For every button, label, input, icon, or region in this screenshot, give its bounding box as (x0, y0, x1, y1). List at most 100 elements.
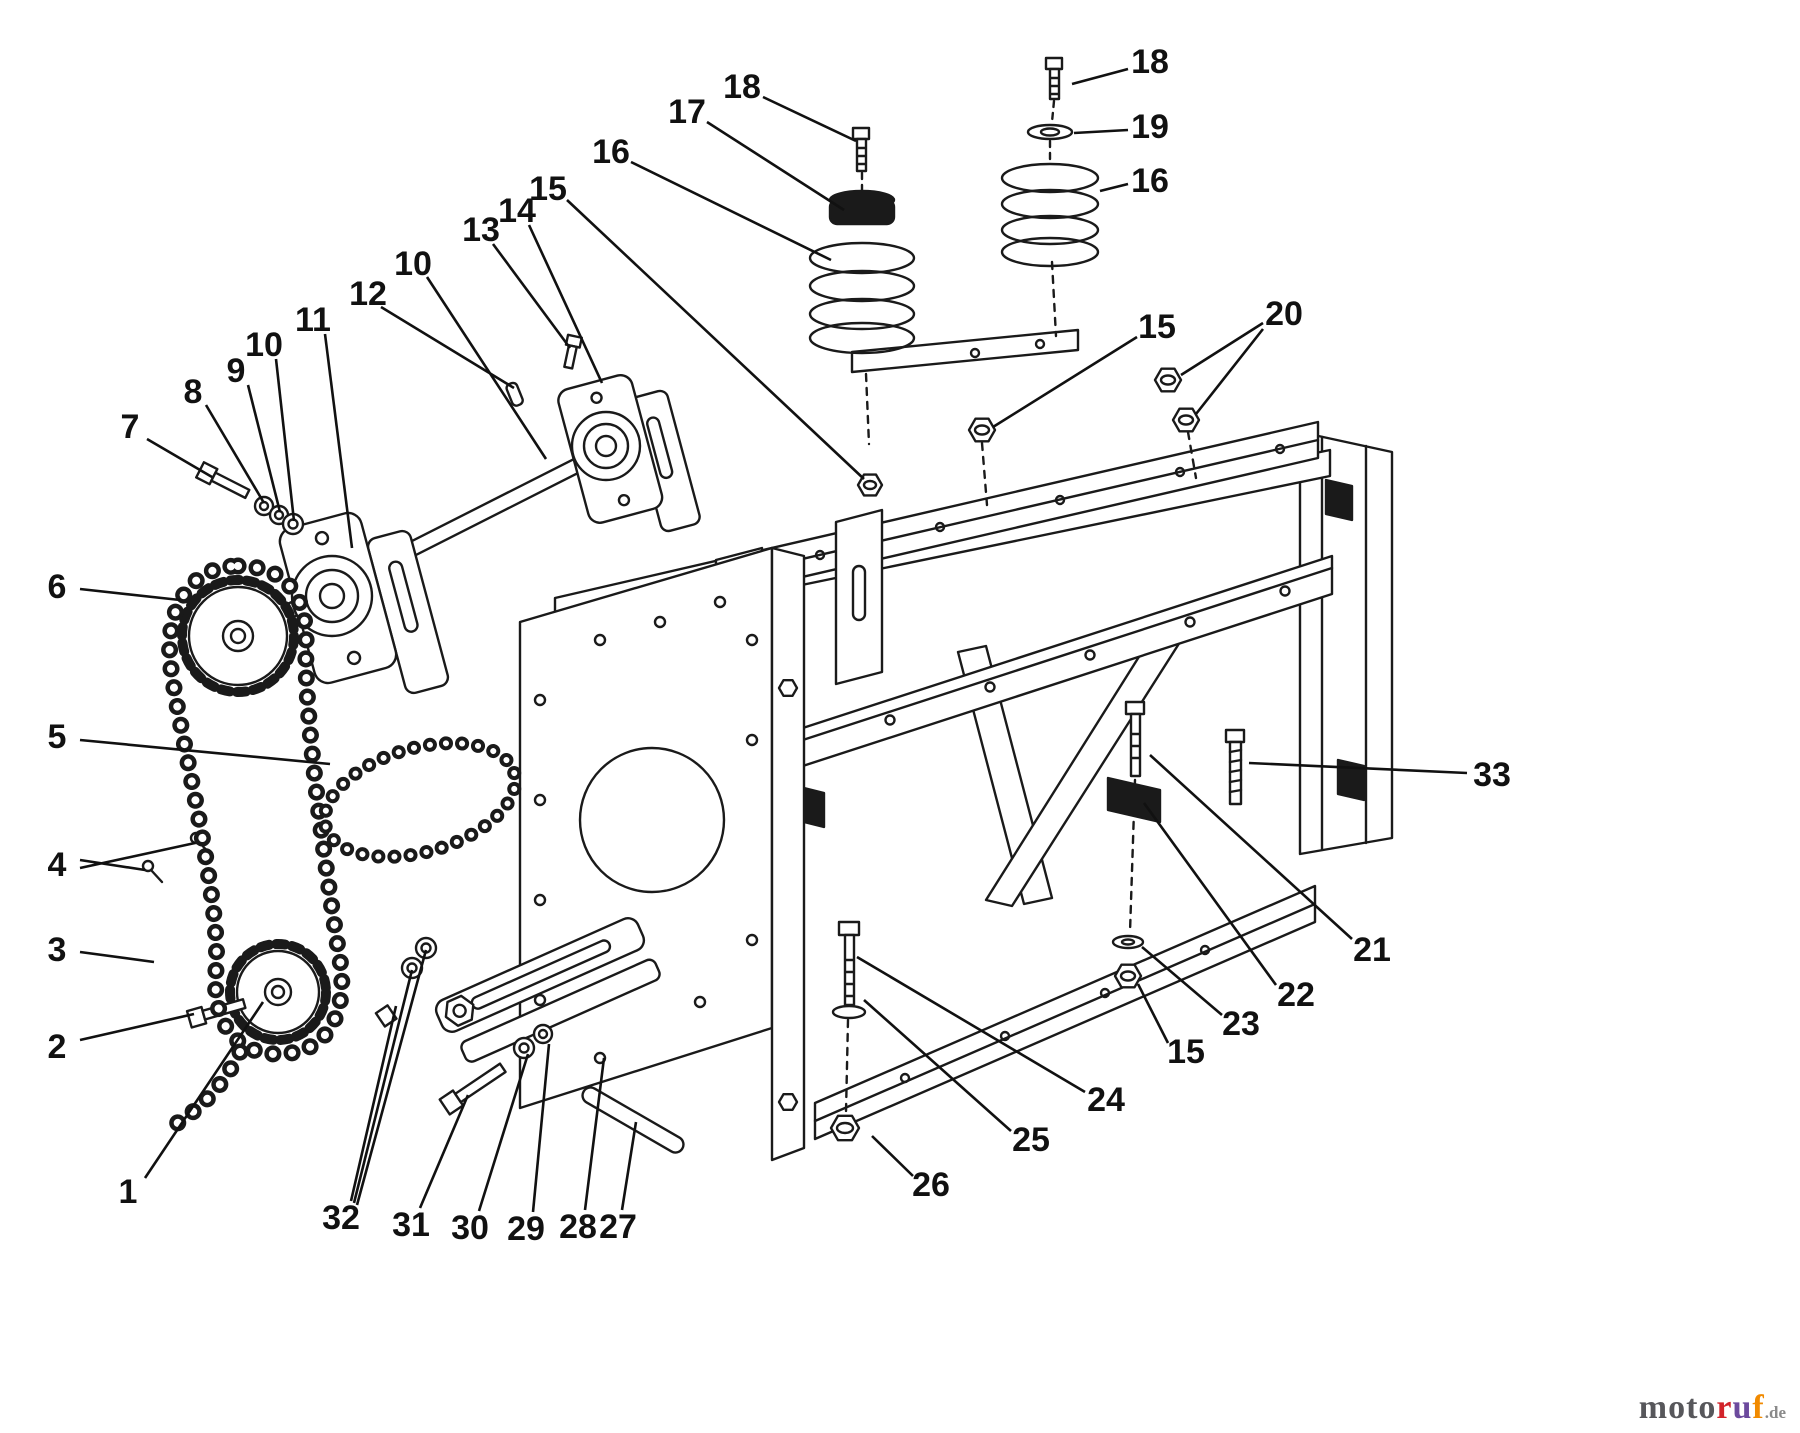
leader-line-4 (79, 858, 146, 872)
drive-chain-secondary (317, 736, 523, 864)
frame-nuts (856, 367, 1201, 507)
callout-12: 12 (349, 275, 387, 313)
spring-mount-bar (850, 328, 1080, 374)
watermark-letter: r (1716, 1389, 1733, 1426)
leader-line-29 (531, 1043, 551, 1213)
callout-15: 15 (529, 170, 567, 208)
callout-17: 17 (668, 93, 706, 131)
bolt-13 (563, 333, 583, 370)
washer-29 (532, 1023, 554, 1045)
leader-line-33 (1248, 761, 1468, 775)
rod-27 (581, 1086, 685, 1154)
callout-19: 19 (1131, 108, 1169, 146)
washer-32b (414, 936, 438, 960)
callout-33: 33 (1473, 756, 1511, 794)
leader-line-22 (1142, 802, 1278, 986)
callout-29: 29 (507, 1210, 545, 1248)
callout-21: 21 (1353, 931, 1391, 969)
leader-line-25 (863, 999, 1012, 1132)
nut-26 (829, 1114, 861, 1142)
cap-17 (828, 189, 896, 226)
callout-4: 4 (47, 846, 67, 884)
leader-line-8 (204, 404, 266, 504)
bearing-bracket-1 (366, 529, 450, 695)
spring-16-right (1000, 162, 1100, 268)
leader-line-2 (79, 1012, 195, 1042)
watermark-letter: u (1732, 1389, 1753, 1426)
watermark-letter: f (1752, 1389, 1765, 1426)
callout-13: 13 (462, 211, 500, 249)
watermark-letter: t (1686, 1389, 1699, 1426)
callout-8: 8 (183, 373, 203, 411)
leader-line-5 (79, 738, 331, 766)
leader-line-32 (349, 1005, 398, 1202)
spring-16-left (808, 241, 916, 355)
callout-11: 11 (295, 301, 331, 339)
watermark-letter: o (1668, 1389, 1687, 1426)
callout-10: 10 (245, 326, 283, 364)
callout-9: 9 (226, 352, 246, 390)
chain-adjuster-assembly (374, 917, 685, 1154)
leader-line-28 (583, 1057, 606, 1211)
bolt-7 (195, 461, 251, 500)
leader-line-1 (143, 1001, 265, 1179)
watermark-letter: m (1638, 1389, 1669, 1426)
washer-23 (1111, 934, 1145, 950)
bolt-18-right (1044, 56, 1064, 101)
leader-line-16 (630, 160, 832, 262)
bolt-31 (438, 1062, 507, 1116)
callout-16: 16 (1131, 162, 1169, 200)
bolt-21 (1124, 700, 1146, 778)
washer-25 (831, 1004, 867, 1020)
callout-30: 30 (451, 1209, 489, 1247)
axle-assembly (195, 333, 701, 695)
leader-line-12 (380, 305, 515, 390)
washer-30 (512, 1036, 536, 1060)
sprocket-large (177, 575, 299, 697)
leader-line-32 (352, 969, 414, 1204)
callout-22: 22 (1277, 976, 1315, 1014)
leader-line-20 (1180, 321, 1264, 377)
leader-line-23 (1141, 946, 1223, 1016)
leader-line-3 (79, 950, 155, 964)
callout-25: 25 (1012, 1121, 1050, 1159)
callout-5: 5 (47, 718, 67, 756)
leader-line-4 (79, 841, 196, 870)
leader-line-20 (1194, 328, 1265, 415)
pin-12 (505, 381, 524, 407)
callout-3: 3 (47, 931, 67, 969)
leader-line-16 (1099, 182, 1129, 193)
callout-1: 1 (118, 1173, 138, 1211)
rubber-tab-upper (1324, 478, 1354, 522)
front-plate-hole (578, 746, 726, 894)
leader-line-14 (527, 224, 604, 384)
spring-assembly-left (808, 126, 916, 355)
callout-15: 15 (1138, 308, 1176, 346)
callout-14: 14 (498, 192, 536, 230)
leader-line-15 (1136, 983, 1170, 1044)
callout-18: 18 (723, 68, 761, 106)
leader-line-10 (425, 276, 548, 460)
watermark-motoruf: motoruf.de (1639, 1391, 1786, 1425)
washer-19 (1026, 123, 1074, 141)
callout-16: 16 (592, 133, 630, 171)
leader-line-26 (871, 1135, 914, 1177)
callout-28: 28 (559, 1208, 597, 1246)
leader-line-27 (620, 1121, 638, 1211)
leader-line-31 (418, 1094, 470, 1209)
callout-27: 27 (599, 1208, 637, 1246)
callout-10: 10 (394, 245, 432, 283)
watermark-text: motoruf.de (1639, 1389, 1786, 1426)
callout-26: 26 (912, 1166, 950, 1204)
leader-line-24 (856, 955, 1086, 1094)
spring-assembly-right (1000, 56, 1100, 268)
callout-24: 24 (1087, 1081, 1125, 1119)
leader-line-10 (274, 358, 296, 522)
callout-6: 6 (47, 568, 67, 606)
slotted-bar (434, 917, 646, 1033)
leader-line-30 (477, 1053, 530, 1212)
callout-23: 23 (1222, 1005, 1260, 1043)
watermark-letter: o (1698, 1389, 1717, 1426)
